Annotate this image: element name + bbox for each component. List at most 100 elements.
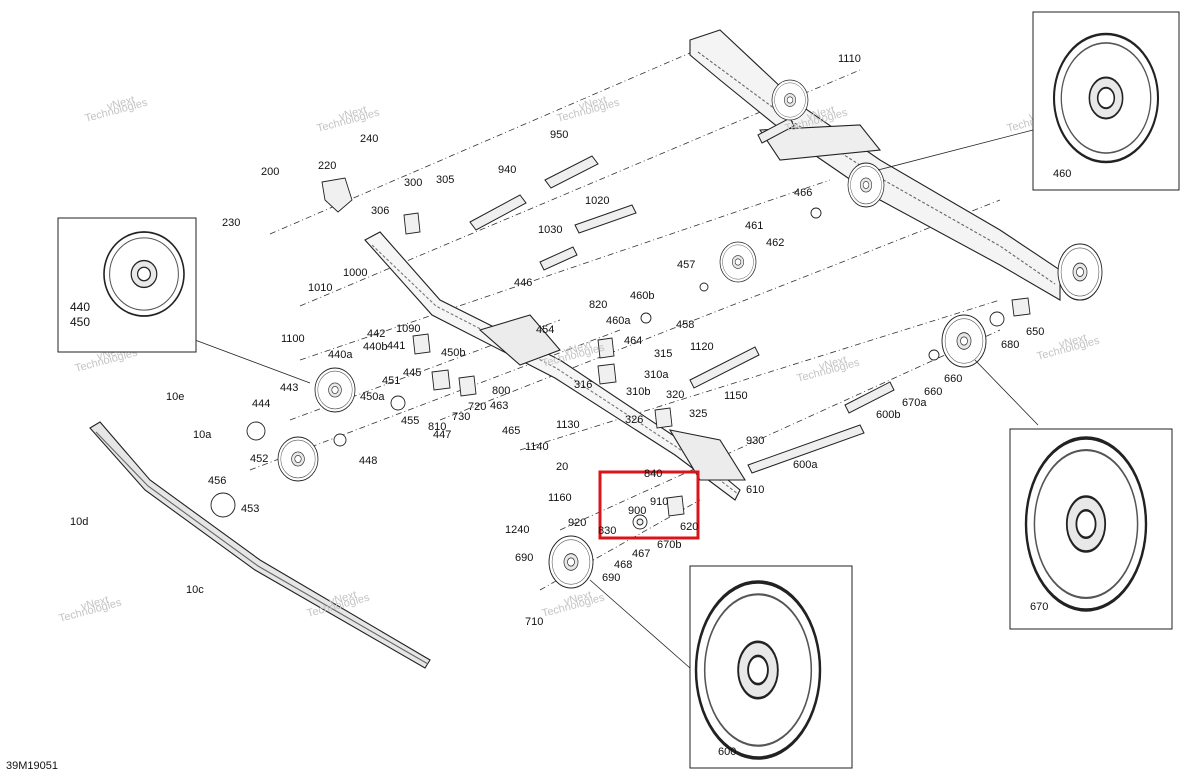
- drawing-code: 39M19051: [6, 760, 58, 772]
- callout-810: 810: [428, 421, 446, 433]
- callout-660: 660: [944, 373, 962, 385]
- callout-1020: 1020: [585, 195, 609, 207]
- callout-930: 930: [746, 435, 764, 447]
- callout-800: 800: [492, 385, 510, 397]
- callout-1260: 1260: [0, 0, 24, 3]
- callout-442: 442: [367, 328, 385, 340]
- callout-453: 453: [241, 503, 259, 515]
- callout-1000: 1000: [343, 267, 367, 279]
- callout-460b: 460b: [630, 290, 654, 302]
- callout-240: 240: [360, 133, 378, 145]
- callout-1090: 1090: [396, 323, 420, 335]
- callout-310b: 310b: [626, 386, 650, 398]
- callout-900: 900: [628, 505, 646, 517]
- callout-441: 441: [387, 340, 405, 352]
- callout-710: 710: [525, 616, 543, 628]
- callout-1240: 1240: [505, 524, 529, 536]
- callout-455: 455: [401, 415, 419, 427]
- callout-220: 220: [318, 160, 336, 172]
- callout-326: 326: [625, 414, 643, 426]
- callout-680: 680: [1001, 339, 1019, 351]
- callout-306: 306: [371, 205, 389, 217]
- callout-950: 950: [550, 129, 568, 141]
- callout-660: 660: [924, 386, 942, 398]
- inset-450-label: 450: [70, 315, 90, 329]
- callout-690: 690: [602, 572, 620, 584]
- callout-325: 325: [689, 408, 707, 420]
- callout-461: 461: [745, 220, 763, 232]
- inset-670: [1009, 428, 1173, 630]
- callout-720: 720: [468, 401, 486, 413]
- callout-462: 462: [766, 237, 784, 249]
- callout-443: 443: [280, 382, 298, 394]
- callout-730: 730: [452, 411, 470, 423]
- callout-1010: 1010: [308, 282, 332, 294]
- callout-456: 456: [208, 475, 226, 487]
- callout-445: 445: [403, 367, 421, 379]
- callout-458: 458: [676, 319, 694, 331]
- callout-1250: 1250: [0, 0, 24, 3]
- callout-320: 320: [666, 389, 684, 401]
- callout-448: 448: [359, 455, 377, 467]
- callout-315: 315: [654, 348, 672, 360]
- callout-440b: 440b: [363, 341, 387, 353]
- inset-600-label: 600: [718, 746, 736, 758]
- callout-450a: 450a: [360, 391, 385, 403]
- hardware: [210, 177, 1031, 530]
- callout-444: 444: [252, 398, 270, 410]
- callout-1110: 1110: [838, 53, 861, 65]
- callout-1150: 1150: [724, 390, 748, 402]
- callout-440a: 440a: [328, 349, 353, 361]
- callout-910: 910: [650, 496, 668, 508]
- callout-305: 305: [436, 174, 454, 186]
- slider-10c: [89, 421, 431, 669]
- inset-440-450: [57, 217, 197, 353]
- callout-10c: 10c: [186, 584, 204, 596]
- slide-rail-10a: [364, 231, 746, 501]
- callout-1160: 1160: [548, 492, 572, 504]
- callout-920: 920: [568, 517, 586, 529]
- callout-454: 454: [536, 324, 554, 336]
- callout-10d: 10d: [70, 516, 88, 528]
- callout-670a: 670a: [902, 397, 927, 409]
- callout-457: 457: [677, 259, 695, 271]
- highlight-box: [598, 470, 700, 540]
- callout-940: 940: [498, 164, 516, 176]
- callout-10e: 10e: [166, 391, 184, 403]
- callout-1140: 1140: [525, 441, 549, 453]
- callout-200: 200: [261, 166, 279, 178]
- callout-600a: 600a: [793, 459, 818, 471]
- callout-452: 452: [250, 453, 268, 465]
- callout-463: 463: [490, 400, 508, 412]
- callout-450b: 450b: [441, 347, 465, 359]
- callout-468: 468: [614, 559, 632, 571]
- callout-670b: 670b: [657, 539, 681, 551]
- inset-460-label: 460: [1053, 168, 1071, 180]
- callout-10a: 10a: [193, 429, 212, 441]
- callout-20: 20: [556, 461, 568, 473]
- callout-465: 465: [502, 425, 520, 437]
- callout-840: 840: [644, 468, 662, 480]
- callout-466: 466: [794, 187, 812, 199]
- callout-300: 300: [404, 177, 422, 189]
- callout-460a: 460a: [606, 315, 631, 327]
- inset-670-label: 670: [1030, 601, 1048, 613]
- inset-600: [689, 565, 853, 769]
- callout-451: 451: [382, 375, 400, 387]
- callout-1130: 1130: [556, 419, 580, 431]
- inset-leader-lines: [194, 129, 1039, 669]
- callout-1100: 1100: [281, 333, 305, 345]
- callout-610: 610: [746, 484, 764, 496]
- callout-830: 830: [598, 525, 616, 537]
- callout-446: 446: [514, 277, 532, 289]
- callout-820: 820: [589, 299, 607, 311]
- callout-230: 230: [222, 217, 240, 229]
- callout-316: 316: [574, 379, 592, 391]
- inset-440-label: 440: [70, 300, 90, 314]
- callout-620: 620: [680, 521, 698, 533]
- callout-464: 464: [624, 335, 642, 347]
- callout-650: 650: [1026, 326, 1044, 338]
